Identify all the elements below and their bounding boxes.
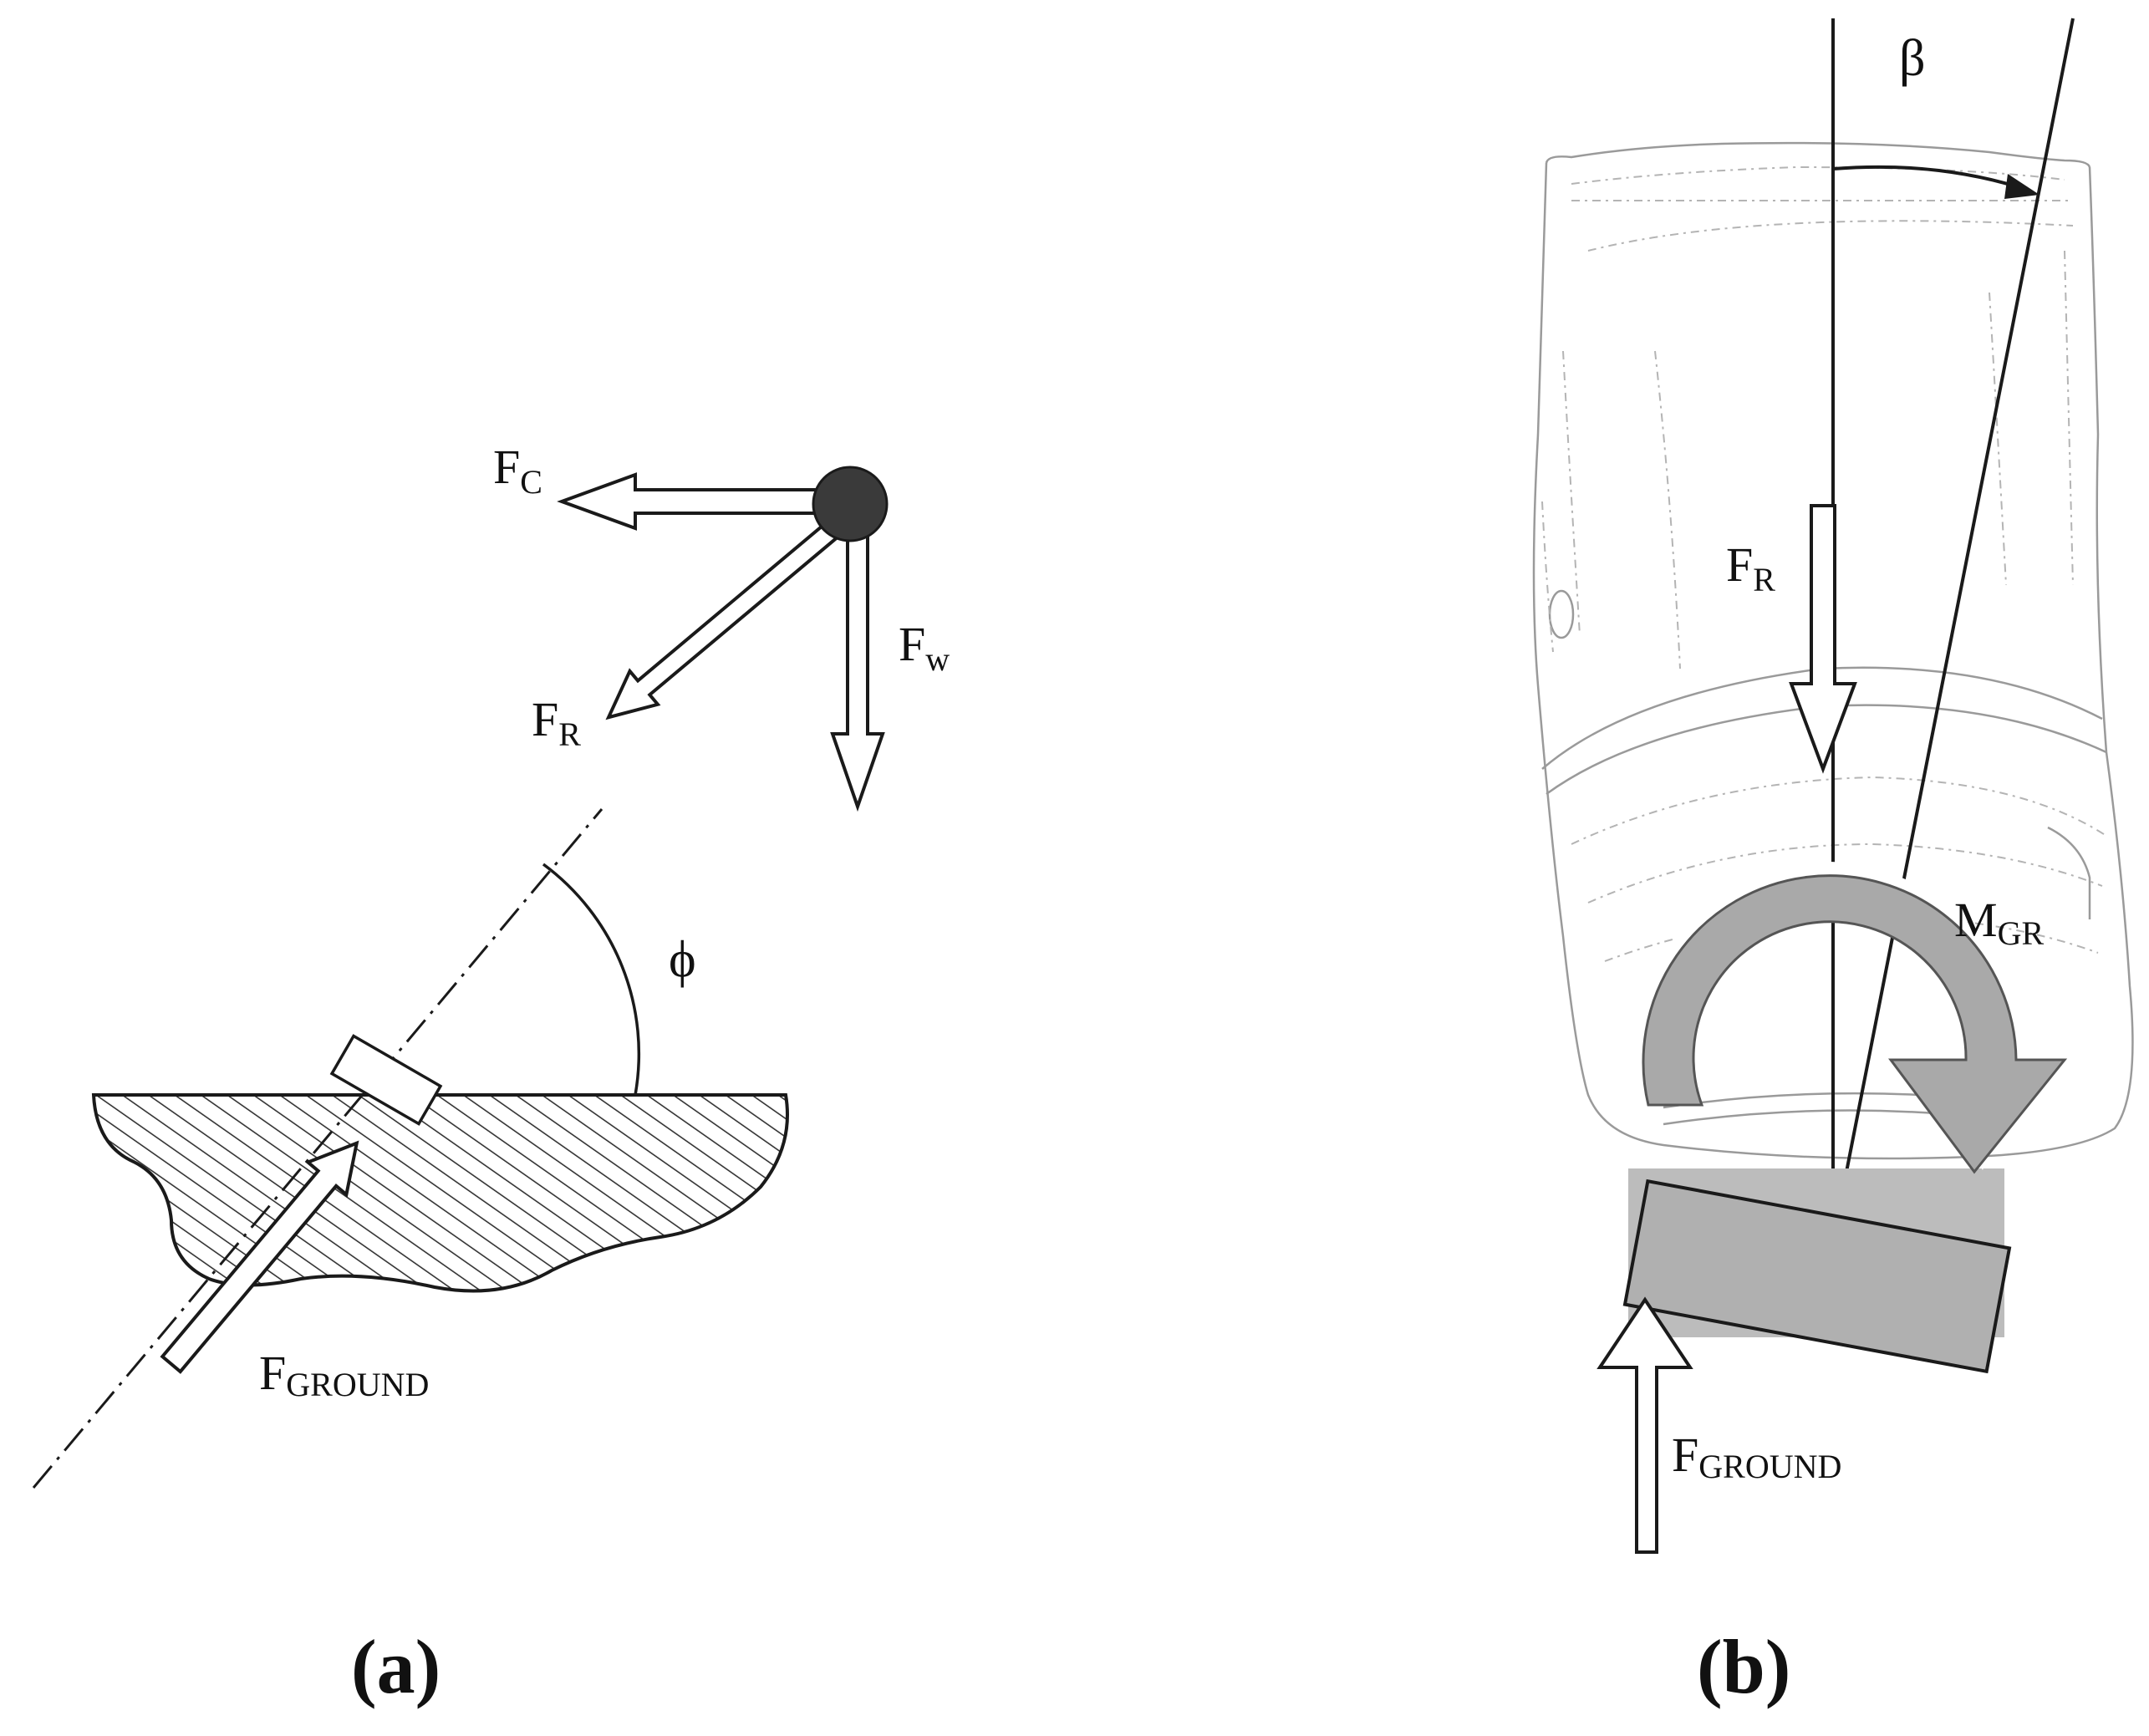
weight-force-arrow [830, 525, 885, 812]
fc-label: FC [493, 440, 542, 501]
moment-arrow-body [1642, 874, 2068, 1174]
angle-beta-arrowhead [2004, 174, 2040, 199]
fr-a-sub: R [558, 715, 581, 753]
fground-a-main: F [259, 1346, 286, 1400]
leg-force-arrow [605, 517, 844, 720]
fground-b-main: F [1672, 1428, 1698, 1482]
angle-beta-arc [1832, 165, 2030, 192]
fr-label-b: FR [1726, 537, 1775, 598]
panel-a-label: (a) [351, 1624, 440, 1709]
fc-main: F [493, 440, 520, 494]
angle-phi-label: ϕ [669, 931, 696, 988]
fr-b-sub: R [1753, 561, 1775, 598]
angle-phi-arc [542, 863, 641, 1096]
fw-label: Fw [899, 617, 950, 678]
fw-sub: w [925, 640, 950, 678]
fground-a-sub: GROUND [286, 1366, 429, 1403]
fr-a-main: F [532, 692, 558, 746]
leg-axis-line [32, 808, 603, 1489]
foot-block [329, 1034, 443, 1126]
fr-label-a: FR [532, 692, 581, 753]
angle-beta-label: β [1899, 30, 1926, 87]
ground-surface [91, 1093, 789, 1293]
panel-b: β FR MGR FGROUND (b) [1532, 18, 2134, 1709]
inclined-leg-line [1837, 18, 2075, 1211]
fw-main: F [899, 617, 925, 671]
mgr-label: MGR [1954, 893, 2044, 952]
mgr-main: M [1954, 893, 1998, 947]
mgr-sub: GR [1998, 914, 2045, 952]
panel-b-label: (b) [1697, 1624, 1790, 1709]
fr-b-main: F [1726, 537, 1753, 592]
centripetal-force-arrow [557, 472, 825, 531]
ground-force-arrow [160, 1140, 359, 1374]
fground-label-a: FGROUND [259, 1346, 429, 1403]
body-mass-ball [812, 466, 889, 542]
shoe-sole-block [1622, 1179, 2012, 1374]
fc-sub: C [520, 463, 542, 501]
fground-b-sub: GROUND [1698, 1448, 1841, 1485]
fground-label-b: FGROUND [1672, 1428, 1841, 1485]
leg-force-arrow-b [1789, 504, 1857, 774]
ground-force-arrow-b [1596, 1296, 1693, 1554]
panel-a: FC Fw FR ϕ FGROUND (a) [32, 440, 950, 1709]
